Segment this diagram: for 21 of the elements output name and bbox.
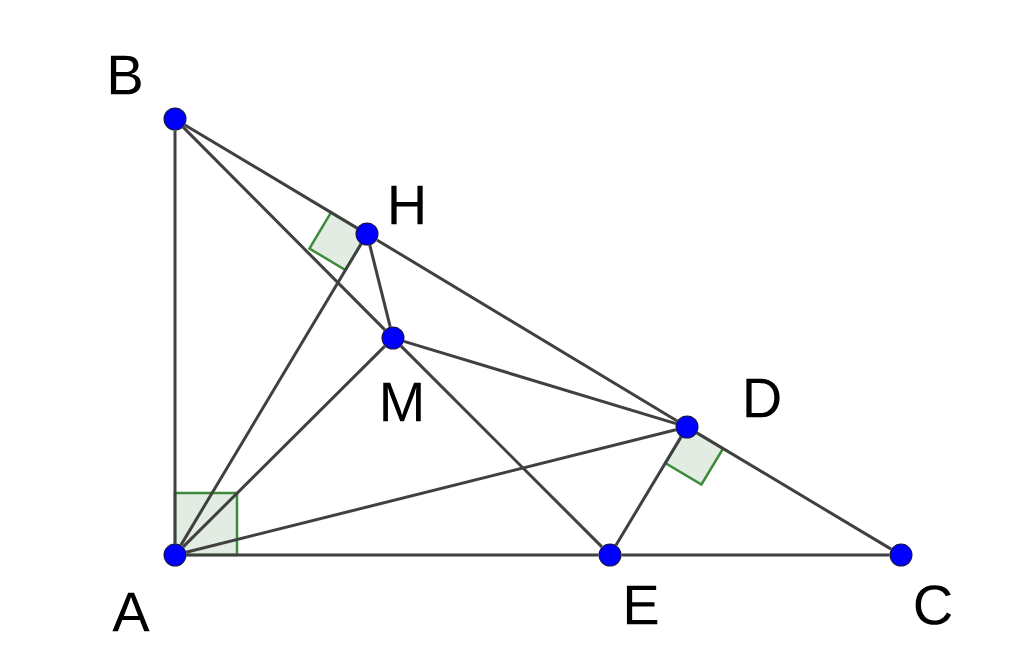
- point-label: M: [383, 382, 421, 422]
- line-segment: [186, 553, 599, 557]
- line-segment: [179, 243, 363, 546]
- point-label: E: [626, 585, 658, 625]
- line-segment: [185, 428, 677, 554]
- line-segment: [182, 126, 386, 331]
- line-segment: [614, 436, 683, 546]
- point-label: B: [110, 55, 141, 95]
- line-segment: [403, 339, 677, 426]
- line-segment: [182, 345, 386, 548]
- point-label: D: [746, 378, 780, 418]
- line-segment: [400, 345, 603, 548]
- point-label: A: [112, 592, 150, 632]
- line-segment: [368, 244, 392, 328]
- line-segment: [173, 130, 177, 544]
- line-segment: [184, 123, 358, 230]
- line-segment: [696, 431, 892, 551]
- line-segment: [376, 238, 678, 423]
- point-label: C: [915, 585, 952, 625]
- line-segment: [621, 553, 890, 557]
- point-label: H: [391, 185, 423, 225]
